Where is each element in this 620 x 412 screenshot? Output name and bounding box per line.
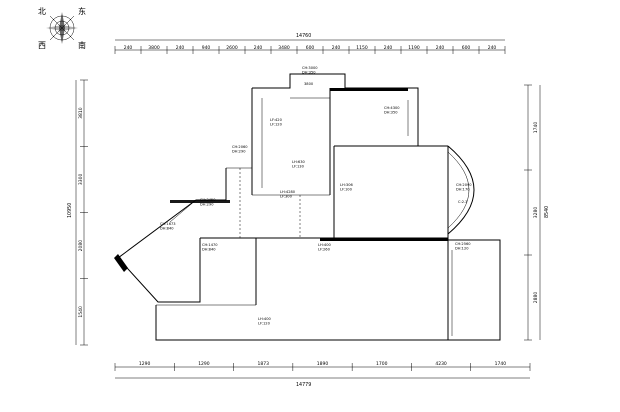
left-segment-3: 1540 (78, 306, 84, 318)
room-annotation-14-line-0: CH:2560 (455, 242, 471, 246)
compass-north-label: 北 (38, 7, 46, 16)
room-annotation-3-line-0: LF:420 (270, 118, 283, 122)
room-annotation-2-line-0: CH:4300 (384, 106, 400, 110)
room-annotation-13-line-1: LF:260 (318, 248, 331, 252)
room-annotation-11-line-0: CH:2090 (456, 183, 472, 187)
bottom-segment-1: 1290 (198, 361, 210, 367)
room-annotation-0-line-0: CH:3000 (302, 66, 318, 70)
top-segment-10: 240 (384, 45, 393, 51)
top-dimension-chain: 14760 240 3800 240 940 2600 240 3480 600 240 1150… (114, 33, 506, 54)
compass-west-label: 西 (38, 41, 46, 50)
right-total-dimension: 8540 (544, 206, 550, 218)
compass-south-label: 南 (78, 40, 86, 50)
bottom-segment-3: 1890 (317, 361, 329, 367)
top-segment-13: 600 (462, 45, 471, 51)
top-segment-9: 1150 (356, 45, 368, 51)
room-annotation-5-line-1: DH:290 (232, 150, 246, 154)
top-segment-labels: 240 3800 240 940 2600 240 3480 600 240 1150 240 119… (114, 45, 506, 54)
compass-east-label: 东 (78, 6, 86, 16)
room-annotation-1-line-0: 3800 (304, 82, 314, 86)
left-segment-labels: 3810 3300 2080 1540 (78, 79, 88, 346)
top-segment-2: 240 (176, 45, 185, 51)
left-dimension-chain: 10950 3810 3300 2080 1540 (67, 79, 88, 346)
top-segment-14: 240 (488, 45, 497, 51)
bottom-segment-labels: 1290 1290 1873 1890 1700 4230 1740 (114, 361, 531, 371)
room-annotation-15-line-0: LH:400 (258, 317, 271, 321)
room-annotation-0-line-1: DH:350 (302, 71, 316, 75)
room-annotation-14-line-1: DH:120 (455, 247, 469, 251)
bottom-segment-6: 1740 (495, 361, 507, 367)
left-total-dimension: 10950 (67, 203, 73, 218)
room-annotation-7-line-0: CH:1470 (202, 243, 218, 247)
room-annotation-8-line-1: DH:840 (160, 227, 174, 231)
bottom-segment-4: 1700 (376, 361, 388, 367)
bottom-total-dimension: 14779 (296, 382, 311, 388)
room-annotation-10-line-1: LF:100 (340, 188, 353, 192)
left-segment-1: 3300 (78, 174, 84, 186)
bottom-dimension-chain: 14779 1290 1290 1873 1890 1700 4230 1740 (114, 361, 531, 388)
top-segment-5: 240 (254, 45, 263, 51)
room-annotation-9-line-0: LH:4280 (280, 190, 296, 194)
room-annotation-12-line-0: C:2.3 (458, 200, 467, 204)
room-annotation-4-line-0: LH:630 (292, 160, 305, 164)
right-segment-labels: 1740 3280 2880 (524, 84, 539, 341)
left-segment-2: 2080 (78, 240, 84, 252)
room-annotation-9-line-1: LF:300 (280, 195, 293, 199)
room-annotation-7-line-1: DH:840 (202, 248, 216, 252)
walls (114, 73, 501, 341)
right-segment-2: 2880 (533, 292, 539, 304)
compass-rose: 北 东 西 南 (38, 6, 86, 50)
room-annotation-13-line-0: LH:400 (318, 243, 331, 247)
bottom-segment-0: 1290 (139, 361, 151, 367)
room-annotations: CH:3000DH:3503800CH:4300DH:350LF:420LF:1… (160, 66, 472, 326)
top-segment-1: 3800 (148, 45, 160, 51)
room-annotation-4-line-1: LF:130 (292, 165, 305, 169)
top-segment-8: 240 (332, 45, 341, 51)
room-annotation-6-line-0: CH:3450 (200, 198, 216, 202)
room-annotation-2-line-1: DH:350 (384, 111, 398, 115)
room-annotation-11-line-1: DH:170 (456, 188, 470, 192)
top-segment-4: 2600 (226, 45, 238, 51)
bottom-segment-2: 1873 (257, 361, 269, 367)
top-segment-7: 600 (306, 45, 315, 51)
bottom-segment-5: 4230 (435, 361, 447, 367)
right-segment-0: 1740 (533, 122, 539, 134)
room-annotation-8-line-0: CH:1673 (160, 222, 176, 226)
top-total-dimension: 14760 (296, 33, 311, 39)
top-segment-11: 1190 (408, 45, 420, 51)
top-segment-12: 240 (436, 45, 445, 51)
top-segment-0: 240 (124, 45, 133, 51)
right-dimension-chain: 8540 1740 3280 2880 (524, 84, 550, 341)
room-annotation-5-line-0: CH:2060 (232, 145, 248, 149)
room-annotation-3-line-1: LF:120 (270, 123, 283, 127)
right-segment-1: 3280 (533, 207, 539, 219)
room-annotation-15-line-1: LF:120 (258, 322, 271, 326)
room-annotation-10-line-0: LH:306 (340, 183, 353, 187)
top-segment-6: 3480 (278, 45, 290, 51)
top-segment-3: 940 (202, 45, 211, 51)
room-annotation-6-line-1: DH:290 (200, 203, 214, 207)
left-segment-0: 3810 (78, 107, 84, 119)
